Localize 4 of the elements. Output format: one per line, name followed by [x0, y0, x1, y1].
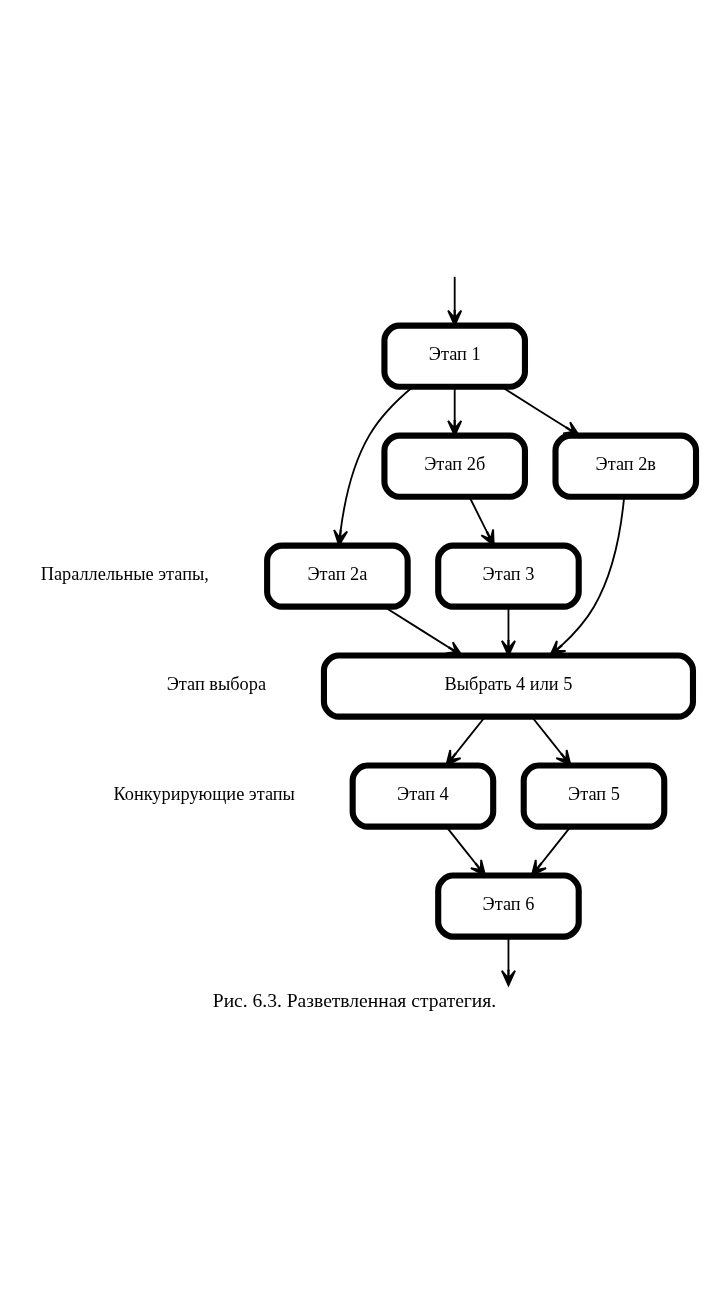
caption: Рис. 6.3. Разветвленная стратегия.	[212, 989, 497, 1011]
label: Этап выбора	[166, 674, 267, 695]
label: Параллельные этапы,	[40, 564, 209, 585]
label: Конкурирующие этапы	[113, 784, 295, 805]
